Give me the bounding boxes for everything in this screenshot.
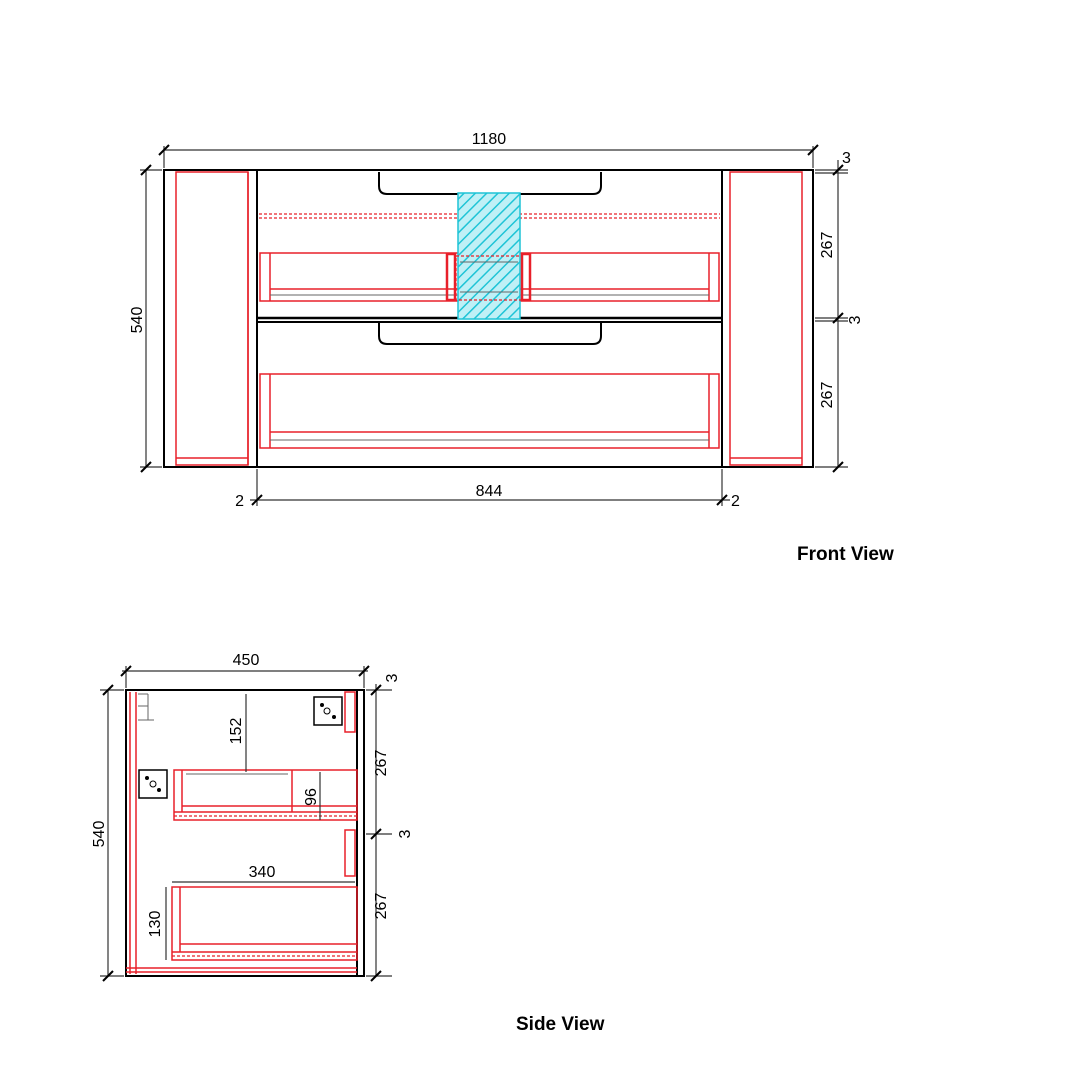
side-dim-cutout-height: 96 xyxy=(303,772,321,820)
front-view-caption: Front View xyxy=(797,544,894,565)
dim-label-side-top-gap: 3 xyxy=(384,673,401,682)
dim-label-side-drawer-bottom: 267 xyxy=(373,893,390,920)
front-bottom-drawer-internals xyxy=(259,373,720,449)
side-dim-cutout-depth: 152 xyxy=(228,694,247,772)
dim-label-side-drawer-top: 267 xyxy=(373,750,390,777)
front-left-side-panel xyxy=(175,170,258,467)
dim-label-130: 130 xyxy=(147,911,164,938)
dim-label-450: 450 xyxy=(233,652,260,669)
side-rail-bracket xyxy=(138,693,154,721)
front-bottom-handle xyxy=(378,322,602,345)
front-dim-bottom-chain: 2 844 2 xyxy=(235,469,740,510)
dim-label-front-drawer-bottom: 267 xyxy=(819,382,836,409)
side-mount-bracket-low xyxy=(138,769,168,799)
side-top-drawer xyxy=(173,769,358,821)
dim-label-front-drawer-top: 267 xyxy=(819,232,836,259)
side-dim-height: 540 xyxy=(91,684,124,982)
dim-label-152: 152 xyxy=(228,718,245,745)
dim-label-540: 540 xyxy=(129,307,146,334)
front-right-side-panel xyxy=(721,170,803,467)
dim-label-96: 96 xyxy=(303,788,320,806)
side-mount-bracket-top xyxy=(313,696,343,726)
dim-label-front-mid-gap: 3 xyxy=(847,315,864,324)
front-view: 1180 540 3 267 3 267 xyxy=(129,131,894,565)
front-dim-overall-height: 540 xyxy=(129,164,162,473)
dim-label-side-mid-gap: 3 xyxy=(397,829,414,838)
side-view: 450 540 3 267 3 267 152 xyxy=(91,652,605,1035)
dim-label-side-540: 540 xyxy=(91,821,108,848)
side-bottom-drawer xyxy=(171,886,358,961)
side-dim-right-chain: 3 267 3 267 xyxy=(366,673,414,982)
front-dim-right-chain: 3 267 3 267 xyxy=(815,150,864,473)
front-top-handle xyxy=(378,172,602,195)
front-plumbing-cutout xyxy=(445,192,532,320)
dim-label-340: 340 xyxy=(249,864,276,881)
side-dim-depth: 450 xyxy=(120,652,370,688)
side-dim-bottom-drawer-height: 130 xyxy=(147,887,167,960)
side-cabinet-outline xyxy=(125,689,365,977)
dim-label-front-top-gap: 3 xyxy=(842,150,851,167)
dim-label-front-side-gap-right: 2 xyxy=(731,493,740,510)
front-cabinet-outline xyxy=(163,169,814,468)
side-view-caption: Side View xyxy=(516,1014,605,1035)
dim-label-1180: 1180 xyxy=(472,131,507,148)
side-dim-bottom-drawer-depth: 340 xyxy=(172,864,355,883)
dim-label-844: 844 xyxy=(476,483,503,500)
dim-label-front-side-gap-left: 2 xyxy=(235,493,244,510)
front-dim-overall-width: 1180 xyxy=(158,131,819,168)
